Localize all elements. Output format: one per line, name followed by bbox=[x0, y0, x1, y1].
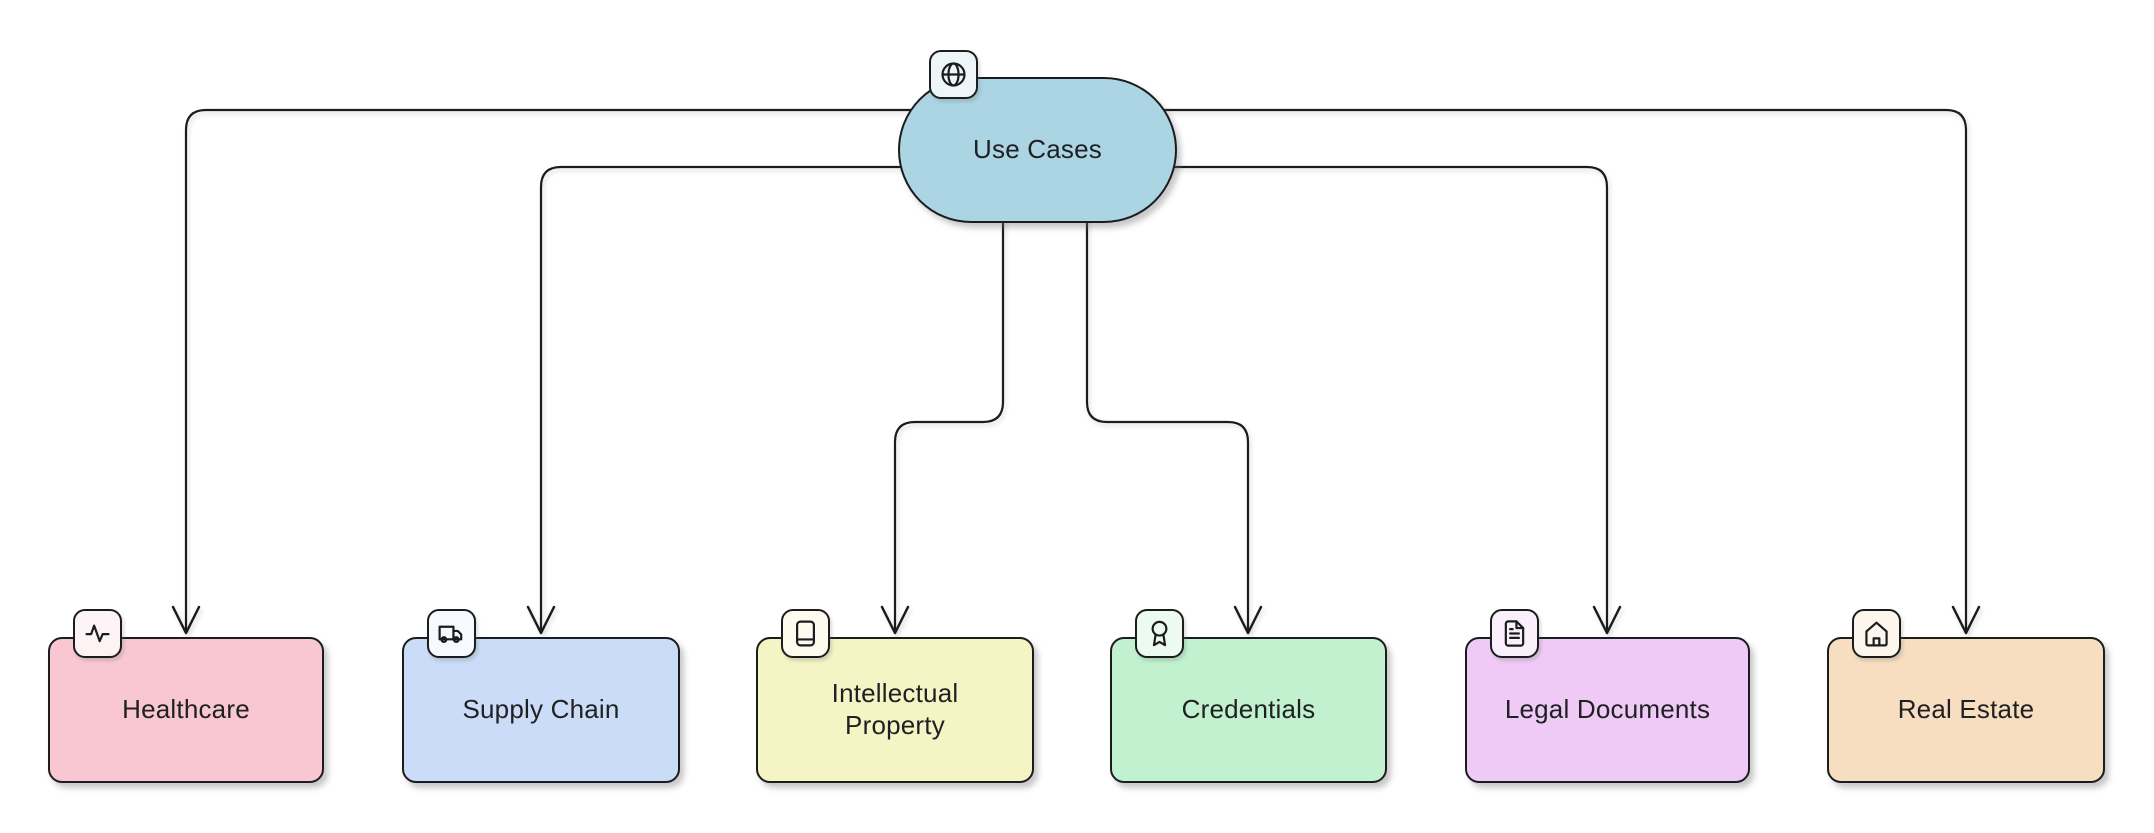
node-supply-chain: Supply Chain bbox=[402, 609, 680, 783]
arrowhead bbox=[526, 605, 556, 635]
node-label: Supply Chain bbox=[462, 694, 620, 725]
node-use-cases: Use Cases bbox=[898, 50, 1177, 223]
node-icon-badge bbox=[427, 609, 476, 658]
globe-icon bbox=[941, 62, 966, 87]
node-icon-badge bbox=[929, 50, 978, 99]
truck-icon bbox=[438, 625, 463, 643]
node-icon-badge bbox=[1135, 609, 1184, 658]
edge-use-cases-to-credentials bbox=[1085, 200, 1263, 635]
node-label: Healthcare bbox=[122, 694, 250, 725]
node-label: Legal Documents bbox=[1504, 694, 1711, 725]
activity-icon bbox=[85, 624, 110, 643]
node-label: Real Estate bbox=[1897, 694, 2035, 725]
edge-use-cases-to-real-estate bbox=[1037, 108, 1981, 635]
node-credentials: Credentials bbox=[1110, 609, 1387, 783]
node-label: Credentials bbox=[1181, 694, 1316, 725]
edge-use-cases-to-intellectual-property bbox=[880, 200, 1005, 635]
edge-use-cases-to-legal-documents bbox=[1037, 165, 1622, 635]
node-legal-documents: Legal Documents bbox=[1465, 609, 1750, 783]
node-label: Intellectual Property bbox=[831, 678, 959, 740]
edge-use-cases-to-healthcare bbox=[171, 108, 1037, 635]
node-icon-badge bbox=[1490, 609, 1539, 658]
node-icon-badge bbox=[73, 609, 122, 658]
arrowhead bbox=[1233, 605, 1263, 635]
node-real-estate: Real Estate bbox=[1827, 609, 2105, 783]
arrowhead bbox=[1592, 605, 1622, 635]
arrowhead bbox=[171, 605, 201, 635]
node-icon-badge bbox=[781, 609, 830, 658]
book-icon bbox=[796, 620, 815, 647]
edge-use-cases-to-supply-chain bbox=[526, 165, 1037, 635]
node-icon-badge bbox=[1852, 609, 1901, 658]
award-icon bbox=[1151, 620, 1168, 647]
node-intellectual-property: Intellectual Property bbox=[756, 609, 1034, 783]
file-text-icon bbox=[1504, 620, 1525, 647]
node-label: Use Cases bbox=[973, 134, 1102, 165]
home-icon bbox=[1865, 621, 1888, 647]
node-healthcare: Healthcare bbox=[48, 609, 324, 783]
arrowhead bbox=[880, 605, 910, 635]
arrowhead bbox=[1951, 605, 1981, 635]
